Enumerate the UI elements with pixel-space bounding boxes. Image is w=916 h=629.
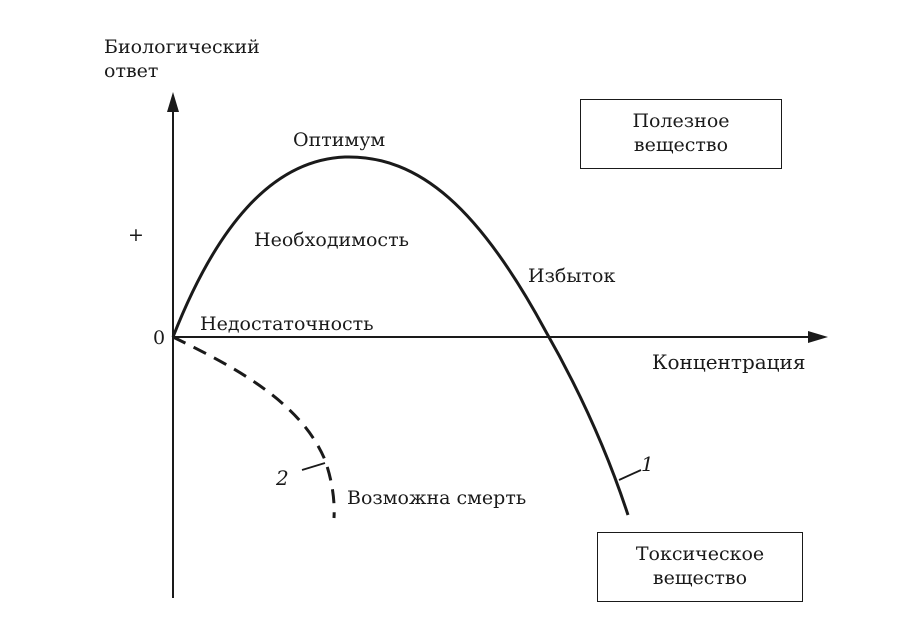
plus-label: +: [128, 224, 144, 246]
x-axis-arrowhead: [808, 331, 828, 343]
toxic-substance-text: Токсическое вещество: [635, 543, 765, 589]
useful-substance-text: Полезное вещество: [632, 110, 730, 156]
y-axis-label: Биологический ответ: [104, 36, 260, 82]
useful-substance-box: Полезное вещество: [580, 99, 782, 169]
toxic-substance-box: Токсическое вещество: [597, 532, 803, 602]
curve-2-toxic-substance: [172, 335, 336, 519]
possible-death-label: Возможна смерть: [347, 487, 527, 509]
optimum-label: Оптимум: [293, 129, 386, 151]
necessity-label: Необходимость: [254, 229, 409, 251]
curve-1-useful-substance: [171, 155, 630, 516]
deficiency-label: Недостаточность: [200, 313, 374, 335]
x-axis-label: Концентрация: [652, 350, 806, 374]
curve-2-number: 2: [276, 466, 289, 490]
curve-1-leader: [618, 469, 642, 481]
curve-1-number: 1: [641, 452, 654, 476]
excess-label: Избыток: [528, 265, 616, 287]
y-axis-arrowhead: [167, 92, 179, 112]
origin-label: 0: [153, 327, 166, 349]
curve-2-leader: [301, 462, 326, 471]
